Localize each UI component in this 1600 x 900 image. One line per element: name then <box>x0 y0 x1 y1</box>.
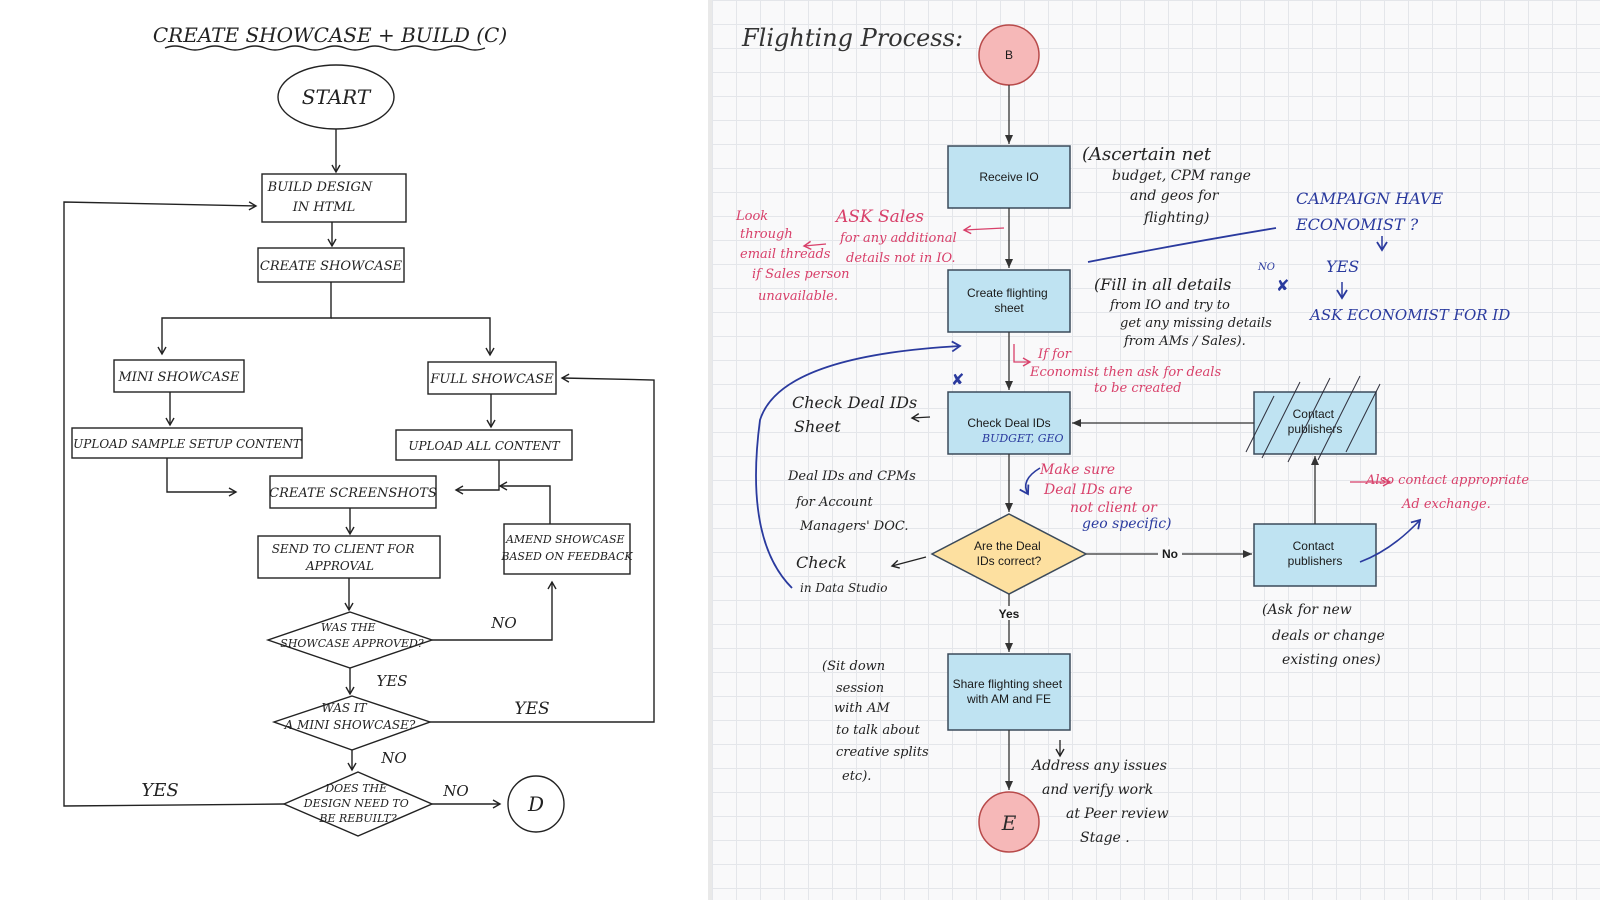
check-deals-box <box>947 391 1071 455</box>
arrow-blue-make-sure <box>1019 467 1041 496</box>
note-ask-new: (Ask for new deals or change existing on… <box>1262 602 1389 668</box>
label-yes-bg <box>994 606 1024 620</box>
note-check-sheet: Check Deal IDs Sheet <box>792 393 922 436</box>
share-sheet-box <box>947 653 1071 731</box>
branch-split-right <box>331 317 495 357</box>
arrow-check-sheet <box>910 413 931 423</box>
share-sheet-label: Share flighting sheet with AM and FE <box>953 677 1066 706</box>
blue-loop-arrow <box>755 340 962 589</box>
receive-io-box <box>947 145 1071 209</box>
receive-io-label: Receive IO <box>979 170 1038 184</box>
note-address: Address any issues and verify work at Pe… <box>1030 758 1173 846</box>
arrow-red-if-for <box>1013 344 1032 367</box>
arrow-red-sales <box>962 225 1005 235</box>
full-showcase-label: FULL SHOWCASE <box>429 372 554 387</box>
create-showcase-label: CREATE SHOWCASE <box>260 259 403 274</box>
upload-sample-label: UPLOAD SAMPLE SETUP CONTENT <box>73 437 302 451</box>
build-design-label: BUILD DESIGN IN HTML <box>267 180 377 215</box>
contact-bottom-label: Contact publishers <box>1288 539 1343 568</box>
campaign-underline <box>1087 227 1277 263</box>
decision-label: Are the Deal IDs correct? <box>974 539 1044 568</box>
right-flowchart: Flighting Process: B Receive IO Create f… <box>741 24 1381 853</box>
amend-showcase-box <box>503 523 631 575</box>
full-showcase-box <box>427 361 557 395</box>
note-fill-in: (Fill in all details from IO and try to … <box>1094 275 1276 349</box>
page-divider <box>708 0 712 900</box>
label-no-rebuild: NO <box>442 782 468 800</box>
branch-split <box>157 282 332 356</box>
arrow-yes-full <box>430 373 655 723</box>
create-screenshots-label: CREATE SCREENSHOTS <box>269 486 437 501</box>
label-yes: Yes <box>999 607 1020 621</box>
note-sit-down: (Sit down session with AM to talk about … <box>822 659 933 784</box>
cross-mark-1: ✘ <box>1276 276 1289 295</box>
check-deals-label: Check Deal IDs <box>967 416 1050 430</box>
note-if-for: If for Economist then ask for deals to b… <box>1029 347 1225 396</box>
arrow-no-amend <box>432 580 557 641</box>
left-flowchart: CREATE SHOWCASE + BUILD (C) START BUILD … <box>63 23 655 837</box>
arrow-red-look <box>802 240 827 250</box>
note-check-data: Check in Data Studio <box>796 553 887 595</box>
start-label: START <box>302 85 372 109</box>
mini-showcase-box <box>113 359 245 393</box>
note-deal-ids-cpms: Deal IDs and CPMs for Account Managers' … <box>787 469 920 534</box>
note-also-contact: Also contact appropriate Ad exchange. <box>1365 473 1533 512</box>
check-deals-note: BUDGET, GEO <box>981 432 1064 445</box>
note-campaign: CAMPAIGN HAVE ECONOMIST ? <box>1295 189 1448 234</box>
left-chart-title: CREATE SHOWCASE + BUILD (C) <box>153 23 507 47</box>
arrow-blue-also <box>1359 518 1422 563</box>
cross-mark-2: ✘ <box>951 370 964 389</box>
contact-top-hatching <box>1245 375 1381 463</box>
label-no-approved: NO <box>490 614 516 632</box>
rebuild-diamond <box>282 771 434 837</box>
label-yes-approved: YES <box>376 672 407 690</box>
note-no-small: NO <box>1257 262 1275 273</box>
contact-top-box <box>1253 391 1377 455</box>
create-sheet-label: Create flighting sheet <box>967 286 1051 315</box>
note-ask-sales: ASK Sales for any additional details not… <box>834 207 961 266</box>
rebuild-question-label: DOES THE DESIGN NEED TO BE REBUILT? <box>303 782 413 825</box>
label-no: No <box>1162 547 1178 561</box>
upload-sample-box <box>71 427 303 459</box>
label-yes-rebuild: YES <box>141 780 178 801</box>
mini-showcase-label: MINI SHOWCASE <box>117 370 240 385</box>
end-d-circle <box>507 775 565 833</box>
mini-question-label: WAS IT A MINI SHOWCASE? <box>284 701 416 732</box>
upload-all-box <box>395 429 573 461</box>
arrow-sample-screens <box>166 458 238 497</box>
arrow-amend-screens <box>498 481 551 524</box>
create-sheet-box <box>947 269 1071 333</box>
end-e-label: E <box>1001 811 1017 835</box>
right-chart-title: Flighting Process: <box>741 24 963 52</box>
arrow-check-data <box>890 556 927 569</box>
note-ask-economist: ASK ECONOMIST FOR ID <box>1308 306 1510 324</box>
title-underline <box>164 45 486 51</box>
approved-label: WAS THE SHOWCASE APPROVED? <box>280 621 424 650</box>
note-ascertain: (Ascertain net budget, CPM range and geo… <box>1082 144 1255 226</box>
create-screenshots-box <box>269 475 437 509</box>
note-look-through: Look through email threads if Sales pers… <box>735 209 854 304</box>
annotations: (Ascertain net budget, CPM range and geo… <box>735 144 1533 846</box>
arrow-yes-build <box>63 201 285 807</box>
upload-all-label: UPLOAD ALL CONTENT <box>408 439 560 453</box>
end-d-label: D <box>527 792 544 816</box>
start-b-label: B <box>1005 48 1013 62</box>
label-no-mini: NO <box>380 749 406 767</box>
label-no-bg <box>1158 546 1182 560</box>
arrow-all-screens <box>454 460 500 495</box>
label-yes-mini: YES <box>514 699 549 719</box>
note-make-sure: Make sure Deal IDs are not client or geo… <box>1039 462 1172 532</box>
note-yes-economist: YES <box>1326 257 1359 276</box>
build-design-box <box>261 173 407 223</box>
contact-top-label: Contact publishers <box>1288 407 1343 436</box>
amend-showcase-label: AMEND SHOWCASE BASED ON FEEDBACK <box>500 533 633 563</box>
send-client-label: SEND TO CLIENT FOR APPROVAL <box>272 542 419 573</box>
end-e-circle <box>978 791 1040 853</box>
right-grid-page <box>712 0 1600 900</box>
